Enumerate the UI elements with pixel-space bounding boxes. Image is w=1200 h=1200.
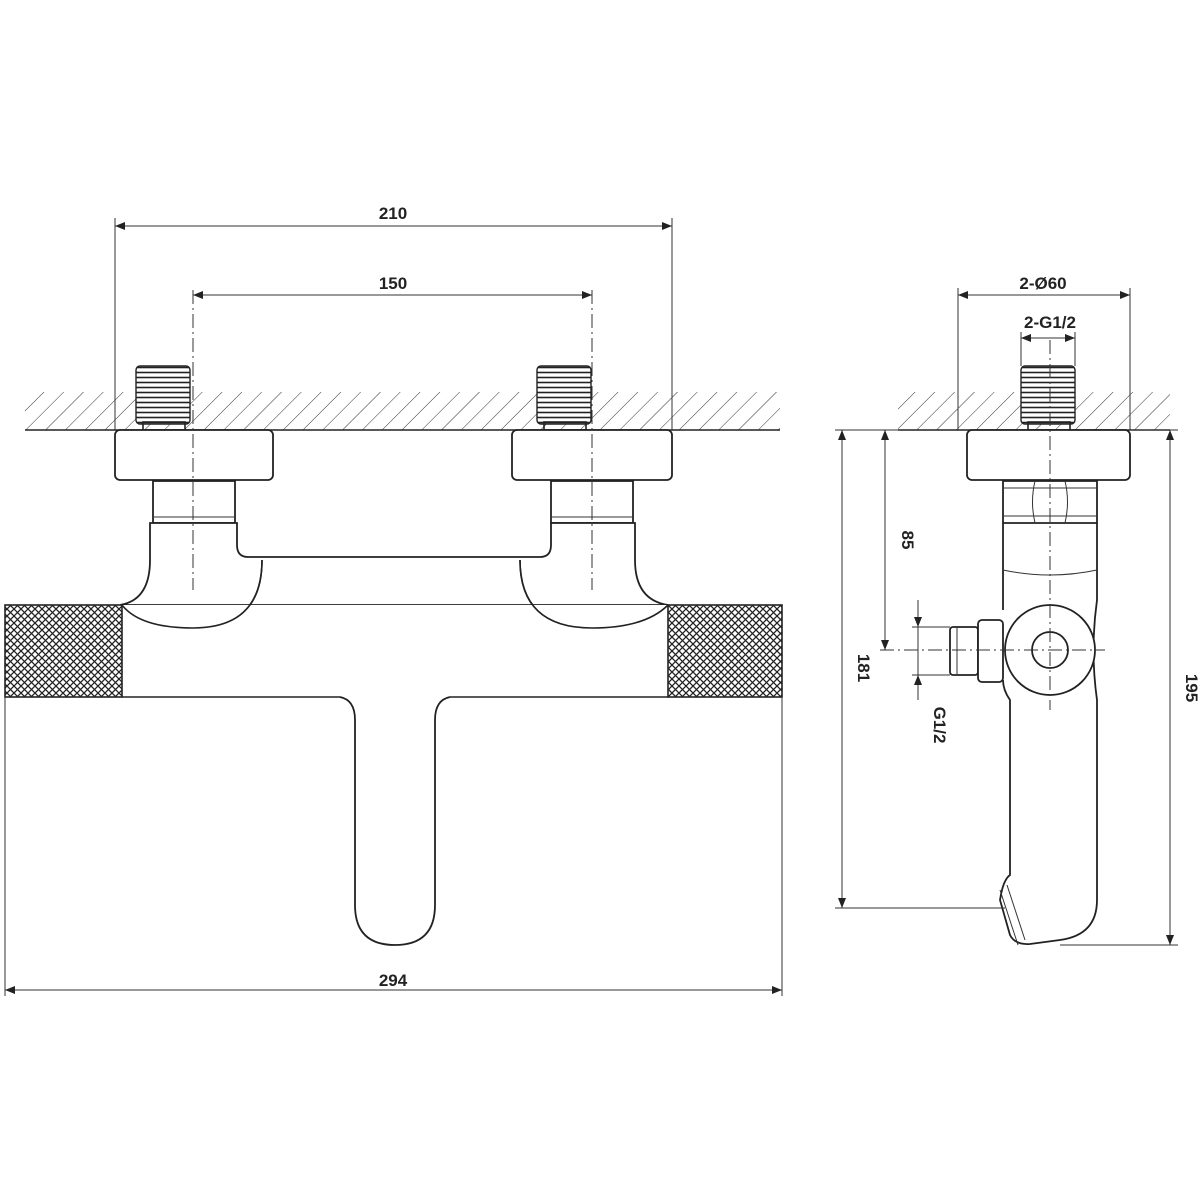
dimension-294: 294 bbox=[4, 697, 783, 996]
dimension-label: 181 bbox=[854, 654, 873, 682]
side-body bbox=[999, 523, 1098, 945]
dimension-label: 195 bbox=[1182, 674, 1200, 702]
dimension-181: 181 bbox=[835, 429, 1005, 909]
dimension-label: G1/2 bbox=[930, 707, 949, 744]
dimension-label: 85 bbox=[898, 531, 917, 550]
inlet-thread bbox=[1020, 365, 1076, 425]
dimension-g1-2: G1/2 bbox=[912, 600, 950, 743]
dimension-label: 2-G1/2 bbox=[1024, 313, 1076, 332]
dimension-195: 195 bbox=[1060, 429, 1200, 946]
dimension-label: 210 bbox=[379, 204, 407, 223]
side-view: 2-Ø60 2-G1/2 181 85 195 bbox=[835, 274, 1200, 946]
inlet-thread-right bbox=[536, 365, 592, 425]
dimension-label: 294 bbox=[379, 971, 408, 990]
outlet-connector bbox=[949, 626, 979, 676]
wall-flange bbox=[966, 429, 1131, 481]
mixer-body bbox=[119, 522, 669, 606]
dimension-label: 2-Ø60 bbox=[1019, 274, 1066, 293]
knurled-handle-left bbox=[4, 604, 123, 698]
dimension-2-g1-2: 2-G1/2 bbox=[1020, 313, 1076, 366]
dimension-label: 150 bbox=[379, 274, 407, 293]
knurled-handle-right bbox=[667, 604, 783, 698]
dimension-150: 150 bbox=[193, 274, 592, 299]
dimension-210: 210 bbox=[114, 204, 673, 430]
dimension-2-d60: 2-Ø60 bbox=[957, 274, 1131, 430]
spout bbox=[339, 696, 451, 946]
dimension-85: 85 bbox=[881, 430, 917, 650]
inlet-thread-left bbox=[135, 365, 191, 425]
front-view: 210 150 294 bbox=[4, 204, 783, 996]
wall-flange-left bbox=[114, 429, 274, 481]
